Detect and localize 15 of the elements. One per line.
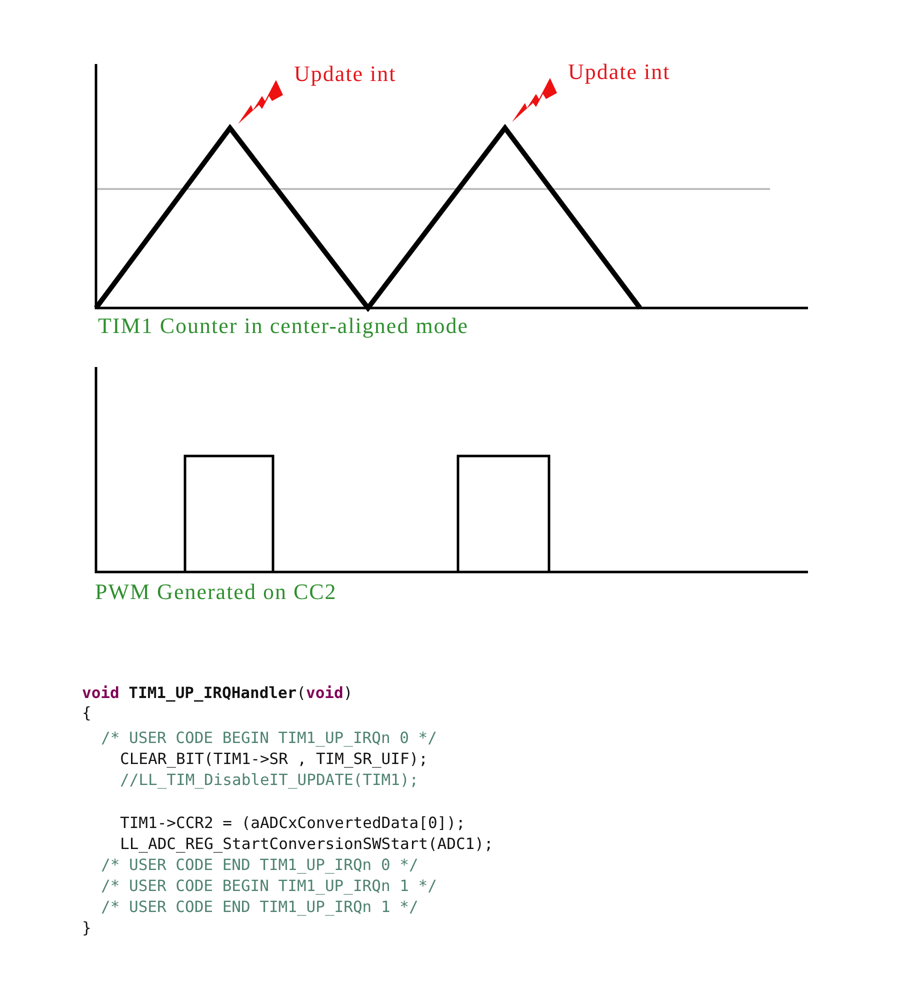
- code-line: {: [82, 705, 92, 723]
- chart-caption: PWM Generated on CC2: [95, 579, 337, 604]
- code-line: TIM1->CCR2 = (aADCxConvertedData[0]);: [120, 815, 466, 833]
- code-comment: //LL_TIM_DisableIT_UPDATE(TIM1);: [120, 772, 419, 790]
- code-comment: /* USER CODE END TIM1_UP_IRQn 1 */: [101, 899, 418, 917]
- code-line: LL_ADC_REG_StartConversionSWStart(ADC1);: [120, 836, 494, 854]
- annotation-label: Update int: [568, 59, 670, 84]
- chart-caption: TIM1 Counter in center-aligned mode: [98, 313, 469, 338]
- code-line: }: [82, 920, 92, 938]
- code-line: void TIM1_UP_IRQHandler(void): [82, 685, 353, 703]
- code-line: CLEAR_BIT(TIM1->SR , TIM_SR_UIF);: [120, 751, 428, 769]
- code-comment: /* USER CODE END TIM1_UP_IRQn 0 */: [101, 857, 418, 875]
- annotation-label: Update int: [294, 61, 396, 86]
- code-comment: /* USER CODE BEGIN TIM1_UP_IRQn 0 */: [101, 730, 437, 748]
- code-comment: /* USER CODE BEGIN TIM1_UP_IRQn 1 */: [101, 878, 437, 896]
